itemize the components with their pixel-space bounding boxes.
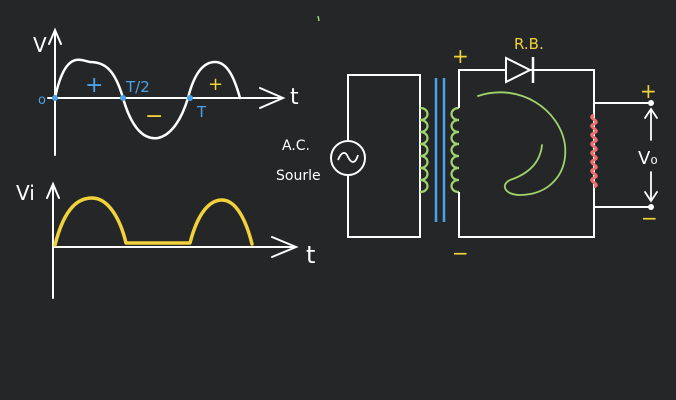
period-label: T	[196, 103, 207, 121]
input-x-axis	[47, 87, 286, 109]
output-x-label: t	[306, 241, 315, 269]
rectifier-circuit: A.C. Sourle R.B. + − + − V₀	[276, 35, 658, 265]
rectified-output-wave	[53, 196, 254, 247]
secondary-loop-wire	[458, 69, 595, 238]
diode-symbol	[505, 56, 533, 84]
secondary-bottom-sign: −	[452, 241, 469, 265]
output-minus-sign: −	[641, 206, 658, 230]
output-voltage-arrow-down	[644, 171, 658, 203]
origin-label: o	[38, 93, 46, 108]
negative-half-sign: −	[145, 104, 163, 129]
output-plus-sign: +	[640, 79, 657, 103]
current-flow-arrow	[477, 91, 567, 196]
input-x-label: t	[290, 85, 299, 110]
second-positive-sign: +	[208, 74, 223, 95]
secondary-top-sign: +	[452, 44, 469, 68]
primary-coil	[419, 106, 429, 194]
output-top-terminal	[648, 100, 654, 106]
output-voltage-label: V₀	[638, 148, 658, 169]
half-period-dot	[120, 95, 126, 101]
origin-dot	[52, 95, 58, 101]
ac-source-label-line2: Sourle	[276, 168, 321, 184]
output-x-axis	[52, 236, 299, 258]
ac-source-tilde	[337, 151, 359, 163]
positive-half-sign: +	[85, 73, 103, 98]
output-waveform-graph: Vi t	[16, 181, 315, 299]
input-waveform-graph: V t o + − T/2 T +	[33, 27, 299, 156]
period-dot	[187, 95, 193, 101]
secondary-coil	[450, 106, 460, 194]
input-sine-wave	[53, 58, 242, 140]
output-y-axis	[46, 181, 60, 299]
load-resistor	[590, 113, 598, 189]
stray-mark	[317, 15, 320, 22]
input-y-label: V	[33, 33, 47, 57]
ac-source-label-line1: A.C.	[282, 138, 310, 154]
diode-label: R.B.	[514, 35, 544, 53]
output-y-label: Vi	[16, 181, 35, 205]
output-bottom-terminal	[648, 204, 654, 210]
half-period-label: T/2	[125, 78, 150, 96]
output-voltage-arrow-up	[644, 107, 658, 141]
